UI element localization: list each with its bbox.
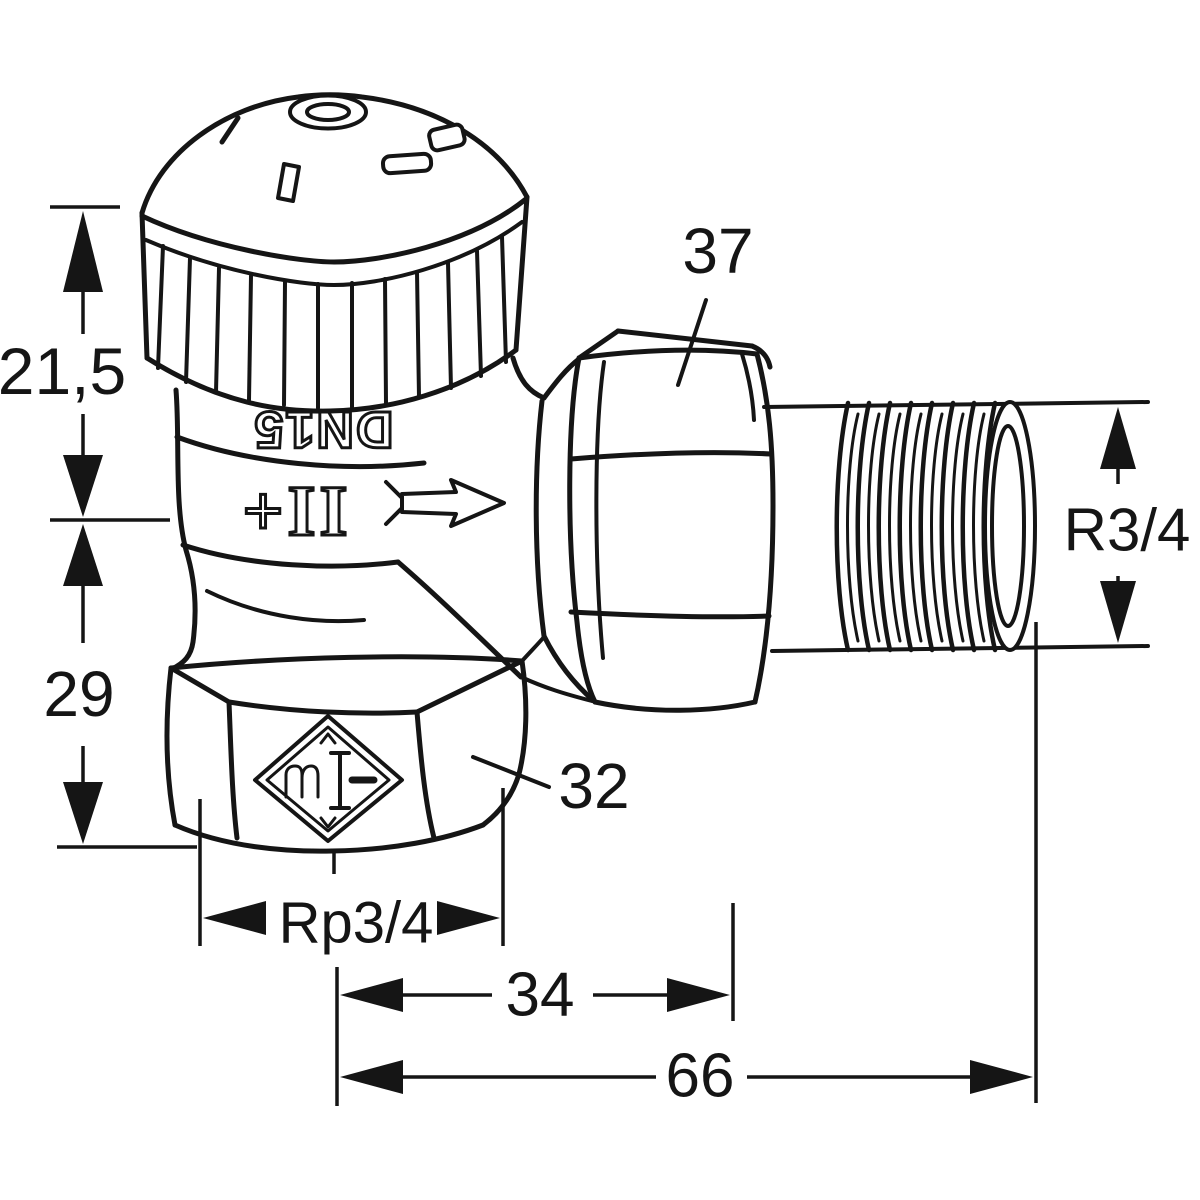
leader-line bbox=[471, 755, 551, 789]
arrowhead-left bbox=[340, 1060, 403, 1094]
logo-diamond-outer bbox=[253, 714, 404, 843]
outlet-bottom-junction bbox=[541, 633, 597, 704]
marking-presetting: +II bbox=[242, 471, 351, 551]
part-label-32: 32 bbox=[471, 750, 630, 822]
hex-bottom-edge bbox=[172, 822, 486, 854]
thread-top-silhouette bbox=[762, 400, 1150, 409]
body-nut-bottom-link bbox=[519, 675, 594, 703]
flow-direction-arrow-icon bbox=[384, 478, 506, 528]
body-band-line-upper bbox=[174, 434, 427, 470]
hex-top-plane bbox=[168, 654, 525, 671]
outlet-groove bbox=[533, 398, 547, 639]
logo-bottom-chevron bbox=[319, 816, 337, 829]
valve-body: DN15 +II bbox=[169, 355, 597, 704]
hex-chamfer-top-right bbox=[414, 658, 525, 715]
arrowhead-up bbox=[63, 524, 103, 586]
logo-top-chevron bbox=[319, 732, 337, 745]
logo-m-glyph bbox=[284, 764, 320, 799]
hex-chamfer-top-left bbox=[168, 665, 232, 705]
leader-line bbox=[676, 298, 708, 387]
thread-crests bbox=[834, 400, 998, 653]
arrowhead-down bbox=[1100, 581, 1136, 643]
knurl-bead-row bbox=[144, 220, 524, 287]
dome-mark-right bbox=[427, 122, 467, 153]
logo-diamond-inner bbox=[265, 725, 391, 833]
nut-bottom-edge bbox=[592, 699, 758, 713]
dome-mark-left bbox=[276, 162, 301, 203]
hex-facet-left bbox=[226, 699, 240, 841]
thread-bottom-silhouette bbox=[770, 644, 1150, 653]
thread-end-bore bbox=[990, 424, 1026, 628]
logo-i-beam bbox=[329, 751, 351, 810]
dim-label-r3-4: R3/4 bbox=[1064, 497, 1191, 564]
nut-top-back-edge bbox=[615, 328, 755, 349]
dimension-66: 66 bbox=[340, 622, 1038, 1111]
part-label-32-text: 32 bbox=[558, 750, 629, 822]
union-nut bbox=[567, 328, 776, 713]
knurl-ribs bbox=[156, 235, 508, 410]
knurl-bottom-edge bbox=[144, 347, 519, 414]
knurl-top-edge bbox=[139, 196, 529, 265]
arrowhead-left bbox=[340, 978, 403, 1012]
hex-front-top-edge bbox=[226, 699, 420, 716]
head-top-button-inner bbox=[305, 102, 351, 122]
hex-left-edge bbox=[164, 665, 178, 828]
body-curve-inner bbox=[205, 589, 366, 624]
dimension-rp3-4: Rp3/4 bbox=[198, 788, 505, 956]
arrowhead-up bbox=[63, 211, 103, 292]
dim-label-34: 34 bbox=[506, 961, 575, 1030]
part-label-37-text: 37 bbox=[682, 215, 753, 287]
dim-label-rp3-4: Rp3/4 bbox=[279, 891, 434, 956]
arrowhead-right bbox=[970, 1060, 1033, 1094]
dimension-34: 34 bbox=[335, 903, 735, 1106]
hex-outlet-link bbox=[520, 635, 546, 663]
arrowhead-down bbox=[63, 782, 103, 844]
hex-body bbox=[164, 654, 529, 854]
knurl-left-edge bbox=[139, 210, 150, 361]
dimension-21-5: 21,5 bbox=[0, 205, 170, 522]
arrowhead-up bbox=[1100, 407, 1136, 469]
thread-roots bbox=[846, 412, 986, 643]
dome-mark-center bbox=[380, 151, 434, 176]
body-right-sweep bbox=[395, 559, 524, 680]
nut-right-edge bbox=[752, 351, 776, 705]
manufacturer-logo bbox=[253, 714, 404, 843]
dim-label-29: 29 bbox=[43, 658, 114, 730]
nut-inner-right-arc bbox=[740, 352, 756, 422]
body-left-edge bbox=[169, 387, 198, 672]
knurl-right-edge bbox=[513, 194, 530, 353]
part-label-37: 37 bbox=[676, 215, 754, 387]
marking-dn15: DN15 bbox=[253, 400, 394, 458]
nut-inner-left-arc bbox=[594, 360, 606, 660]
arrowhead-right bbox=[667, 978, 730, 1012]
thermostatic-head bbox=[139, 92, 530, 414]
head-top-button bbox=[288, 93, 368, 131]
nut-left-edge bbox=[567, 355, 598, 705]
body-right-edge bbox=[510, 355, 547, 401]
dome-edge-notch bbox=[219, 115, 241, 145]
nut-facet-line-upper bbox=[568, 450, 774, 462]
nut-top-front-edge bbox=[576, 347, 760, 361]
male-thread bbox=[762, 400, 1150, 653]
arrowhead-right bbox=[437, 901, 500, 935]
dim-label-66: 66 bbox=[666, 1042, 735, 1111]
arrowhead-down bbox=[63, 455, 103, 517]
body-band-line-lower bbox=[180, 542, 401, 569]
hex-facet-right bbox=[414, 709, 437, 841]
dim-label-21-5: 21,5 bbox=[0, 334, 126, 408]
dimension-r3-4: R3/4 bbox=[1064, 407, 1191, 643]
nut-chamfer-left bbox=[576, 328, 621, 361]
flow-arrow-head bbox=[400, 478, 506, 528]
arrowhead-left bbox=[203, 901, 266, 935]
nut-corner-arc bbox=[749, 343, 773, 370]
dimension-29: 29 bbox=[43, 524, 197, 849]
